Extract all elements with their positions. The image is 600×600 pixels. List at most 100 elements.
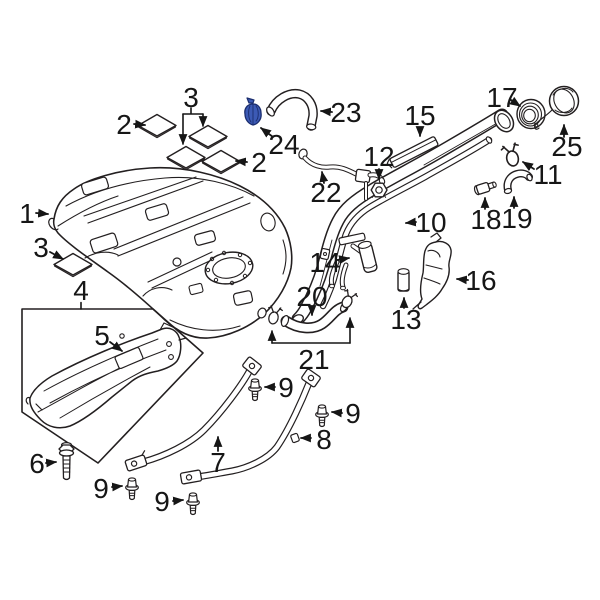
leader-line xyxy=(319,170,329,184)
leader-line xyxy=(172,496,185,506)
part-strap-8[interactable] xyxy=(179,368,321,485)
callout-9b: 9 xyxy=(330,398,361,429)
leader-line xyxy=(133,119,147,129)
callout-12: 12 xyxy=(363,141,395,181)
leader-line xyxy=(522,161,535,172)
part-bolt-6[interactable] xyxy=(58,442,75,481)
part-shield-16[interactable] xyxy=(412,232,452,310)
callout-label-8[interactable]: 8 xyxy=(316,424,332,455)
leader-line xyxy=(455,275,469,285)
callout-1: 1 xyxy=(19,198,50,229)
callout-2a: 2 xyxy=(116,109,147,140)
callout-label-16[interactable]: 16 xyxy=(465,265,496,296)
leader-line xyxy=(319,107,333,117)
callout-18: 18 xyxy=(470,196,502,235)
callout-label-24[interactable]: 24 xyxy=(268,129,299,160)
callout-10: 10 xyxy=(404,207,447,238)
callout-label-25[interactable]: 25 xyxy=(551,131,582,162)
callout-25: 25 xyxy=(551,123,583,162)
leader-line xyxy=(260,127,274,138)
callout-label-5[interactable]: 5 xyxy=(94,320,110,351)
leader-line xyxy=(182,107,204,115)
callout-label-13[interactable]: 13 xyxy=(390,304,421,335)
callout-5: 5 xyxy=(94,320,123,352)
callout-label-10[interactable]: 10 xyxy=(415,207,446,238)
leader-line xyxy=(404,217,417,227)
part-protector-15[interactable] xyxy=(386,136,439,169)
callout-label-22[interactable]: 22 xyxy=(310,177,341,208)
callout-label-9d[interactable]: 9 xyxy=(154,486,170,517)
callout-22: 22 xyxy=(310,170,342,208)
part-group-box-4 xyxy=(21,308,204,464)
callout-3b: 3 xyxy=(33,232,64,263)
callout-19: 19 xyxy=(501,195,533,234)
part-fuel-tank[interactable] xyxy=(48,166,293,339)
part-clamp-11[interactable] xyxy=(499,141,523,169)
callout-label-4[interactable]: 4 xyxy=(73,275,89,306)
leader-line xyxy=(109,341,123,352)
callout-3a: 3 xyxy=(178,82,208,146)
callout-label-12[interactable]: 12 xyxy=(363,141,394,172)
callout-label-6[interactable]: 6 xyxy=(29,448,45,479)
callout-label-1[interactable]: 1 xyxy=(19,198,35,229)
part-fuel-cap-25[interactable] xyxy=(533,85,580,130)
callout-2b: 2 xyxy=(234,147,267,178)
callout-label-3b[interactable]: 3 xyxy=(33,232,49,263)
leader-line xyxy=(234,157,248,167)
part-elbow-hose-19[interactable] xyxy=(503,169,533,195)
callout-13: 13 xyxy=(390,296,422,335)
part-hose-23[interactable] xyxy=(265,88,318,131)
part-seal-ring-17[interactable] xyxy=(516,98,546,130)
part-screw-9-a[interactable] xyxy=(248,378,262,402)
callout-15: 15 xyxy=(404,100,436,138)
callout-9d: 9 xyxy=(154,486,185,517)
callout-label-11[interactable]: 11 xyxy=(533,159,562,190)
callout-label-9b[interactable]: 9 xyxy=(345,398,361,429)
callout-21: 21 xyxy=(267,316,355,375)
callout-11: 11 xyxy=(522,159,563,190)
part-pad-2-right[interactable] xyxy=(201,149,241,175)
callout-label-18[interactable]: 18 xyxy=(470,204,501,235)
callout-23: 23 xyxy=(319,97,362,128)
callout-label-17[interactable]: 17 xyxy=(486,82,517,113)
part-screw-9-c[interactable] xyxy=(125,477,139,501)
part-clip-24-highlighted[interactable] xyxy=(244,97,262,126)
callout-7: 7 xyxy=(210,435,226,478)
part-sleeve-14[interactable] xyxy=(357,240,378,274)
part-valve-18[interactable] xyxy=(473,180,497,196)
leader-line xyxy=(45,458,58,468)
callout-label-9c[interactable]: 9 xyxy=(93,473,109,504)
callout-label-21[interactable]: 21 xyxy=(298,344,329,375)
callout-label-2a[interactable]: 2 xyxy=(116,109,132,140)
leader-line xyxy=(336,255,351,264)
part-skid-plate-5[interactable] xyxy=(25,322,187,429)
leader-line xyxy=(35,208,50,218)
part-nut-12[interactable] xyxy=(370,182,388,198)
callout-label-14[interactable]: 14 xyxy=(309,247,340,278)
callout-label-15[interactable]: 15 xyxy=(404,100,435,131)
callout-label-3a[interactable]: 3 xyxy=(183,82,199,113)
leader-line xyxy=(509,96,521,107)
callout-label-2b[interactable]: 2 xyxy=(251,147,267,178)
part-pad-3-lower[interactable] xyxy=(166,145,206,171)
part-pad-3-upper[interactable] xyxy=(188,124,228,150)
part-strap-7[interactable] xyxy=(124,356,262,472)
callout-14: 14 xyxy=(309,247,351,278)
part-screw-9-d[interactable] xyxy=(186,492,200,516)
callout-16: 16 xyxy=(455,265,497,296)
callout-label-19[interactable]: 19 xyxy=(501,203,532,234)
part-filler-pipe-10[interactable] xyxy=(291,107,517,326)
callout-label-9a[interactable]: 9 xyxy=(278,372,294,403)
callout-4: 4 xyxy=(73,275,89,310)
callout-label-23[interactable]: 23 xyxy=(330,97,361,128)
leader-line xyxy=(111,482,124,492)
callout-20: 20 xyxy=(296,281,328,317)
part-pad-2-left[interactable] xyxy=(137,113,177,139)
leader-line xyxy=(330,408,343,418)
part-tube-13[interactable] xyxy=(397,268,410,292)
callout-label-7[interactable]: 7 xyxy=(210,447,226,478)
callout-label-20[interactable]: 20 xyxy=(296,281,327,312)
leader-line xyxy=(49,250,64,260)
